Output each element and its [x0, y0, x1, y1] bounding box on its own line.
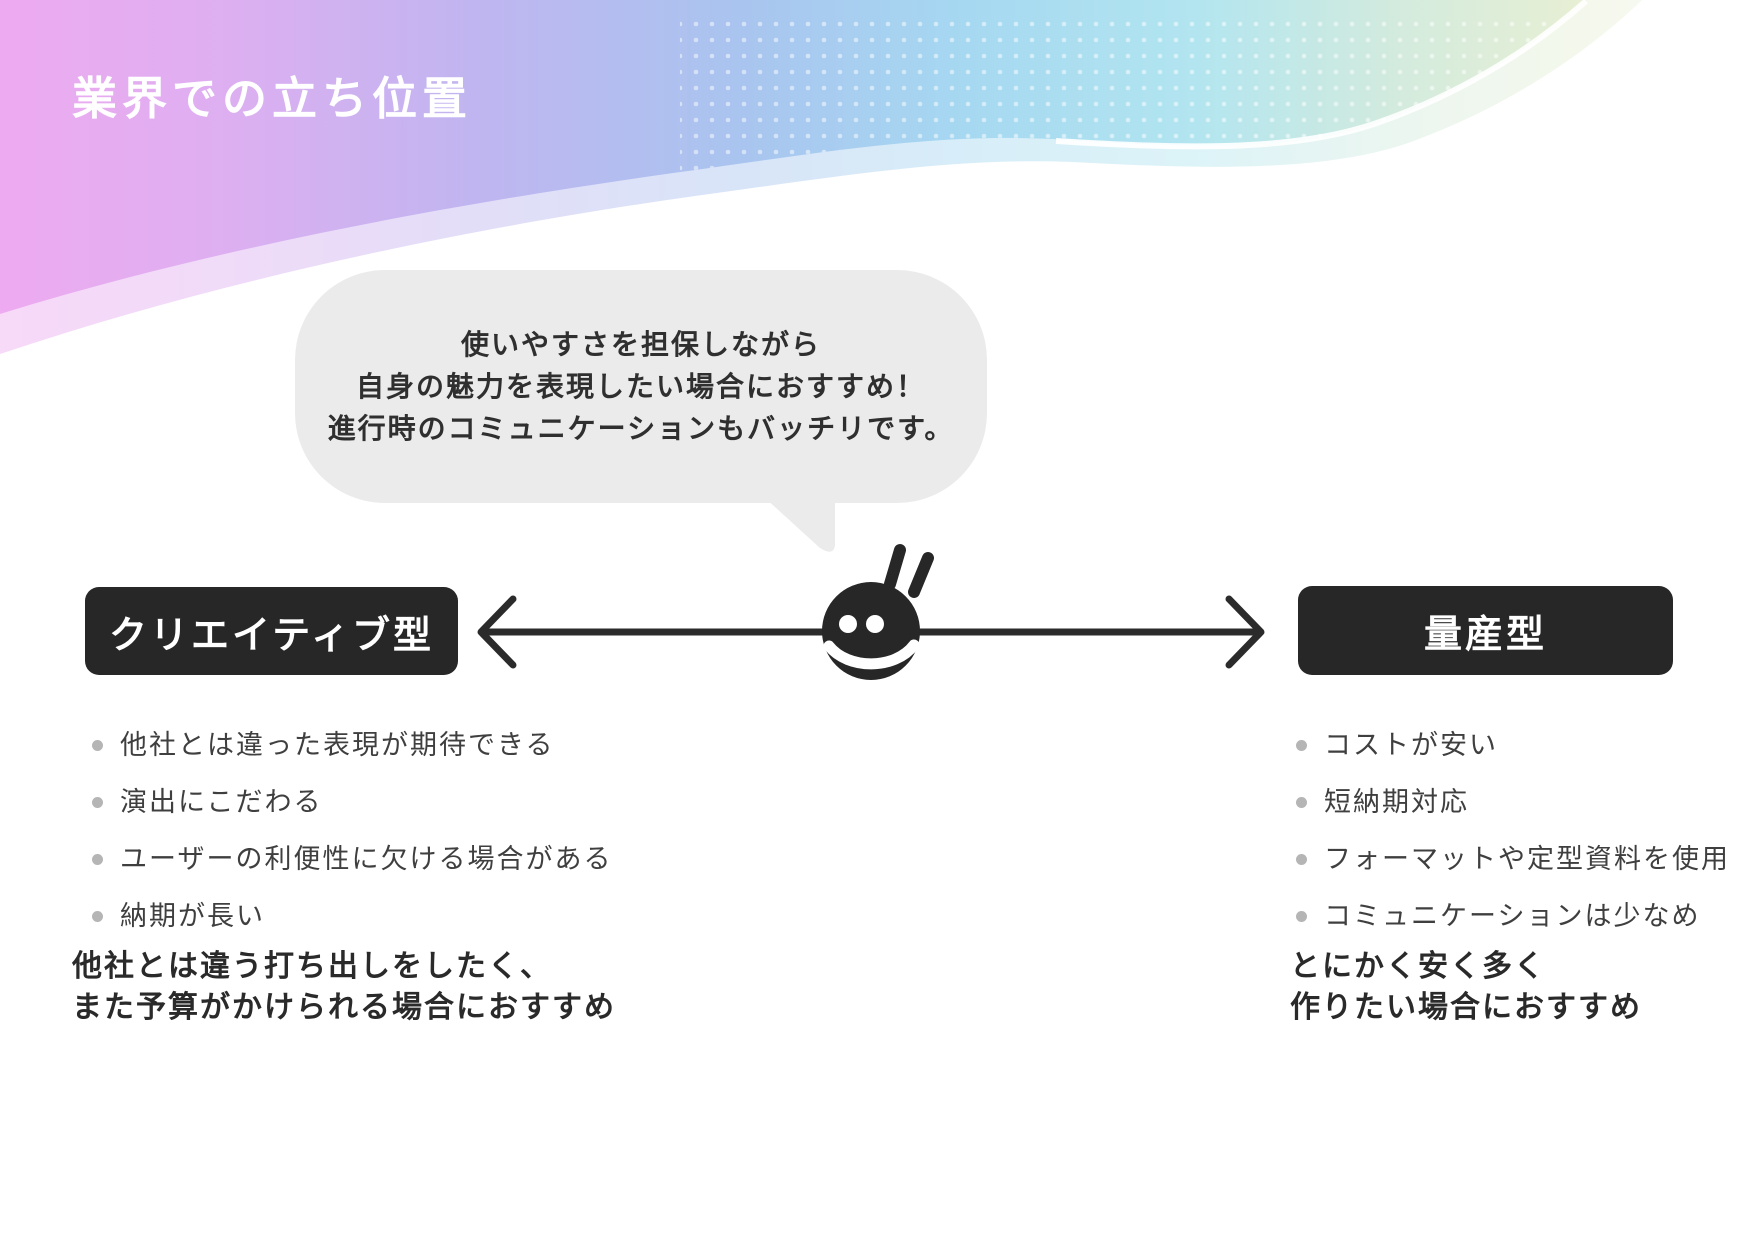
bullet-dot-icon [92, 910, 103, 922]
list-item: 納期が長い [92, 897, 612, 935]
list-item: 他社とは違った表現が期待できる [92, 726, 612, 764]
summary-line: 他社とは違う打ち出しをしたく、 [72, 950, 552, 983]
page-title: 業界での立ち位置 [72, 73, 473, 124]
list-item-text: フォーマットや定型資料を使用 [1324, 844, 1730, 874]
list-item: 短納期対応 [1296, 783, 1730, 821]
axis-label-creative: クリエイティブ型 [85, 587, 458, 675]
list-item-text: 他社とは違った表現が期待できる [120, 730, 555, 760]
axis-label-mass-production: 量産型 [1298, 586, 1673, 675]
list-item: フォーマットや定型資料を使用 [1296, 840, 1730, 878]
bullet-dot-icon [1296, 739, 1307, 751]
list-item-text: ユーザーの利便性に欠ける場合がある [120, 844, 613, 874]
mass-production-summary: とにかく安く多く 作りたい場合におすすめ [1290, 946, 1642, 1028]
list-item: コミュニケーションは少なめ [1296, 897, 1730, 935]
list-item-text: 短納期対応 [1324, 787, 1469, 817]
speech-bubble-line: 自身の魅力を表現したい場合におすすめ！ [355, 370, 926, 402]
summary-line: とにかく安く多く [1290, 950, 1546, 983]
double-headed-arrow-icon [477, 595, 1265, 669]
list-item: ユーザーの利便性に欠ける場合がある [92, 840, 612, 878]
speech-bubble-line: 使いやすさを担保しながら [460, 328, 821, 360]
creative-bullet-list: 他社とは違った表現が期待できる 演出にこだわる ユーザーの利便性に欠ける場合があ… [92, 726, 612, 935]
speech-bubble-line: 進行時のコミュニケーションもバッチリです。 [327, 412, 955, 444]
summary-line: 作りたい場合におすすめ [1290, 991, 1642, 1024]
list-item-text: 納期が長い [120, 901, 265, 931]
bullet-dot-icon [92, 796, 103, 808]
bullet-dot-icon [92, 739, 103, 751]
summary-line: また予算がかけられる場合におすすめ [72, 991, 616, 1024]
list-item-text: コミュニケーションは少なめ [1324, 901, 1701, 931]
creative-summary: 他社とは違う打ち出しをしたく、 また予算がかけられる場合におすすめ [72, 946, 616, 1028]
list-item-text: コストが安い [1324, 730, 1498, 760]
speech-bubble: 使いやすさを担保しながら 自身の魅力を表現したい場合におすすめ！ 進行時のコミュ… [295, 270, 987, 503]
smiley-face-icon [822, 544, 934, 680]
list-item-text: 演出にこだわる [120, 787, 323, 817]
speech-bubble-tail-icon [764, 497, 836, 552]
bullet-dot-icon [1296, 796, 1307, 808]
list-item: コストが安い [1296, 726, 1730, 764]
bullet-dot-icon [1296, 853, 1307, 865]
mass-production-bullet-list: コストが安い 短納期対応 フォーマットや定型資料を使用 コミュニケーションは少な… [1296, 726, 1730, 935]
header-wave-graphic [0, 0, 1642, 354]
bullet-dot-icon [1296, 910, 1307, 922]
axis-label-mass-production-text: 量産型 [1423, 614, 1547, 656]
list-item: 演出にこだわる [92, 783, 612, 821]
bullet-dot-icon [92, 853, 103, 865]
axis-label-creative-text: クリエイティブ型 [109, 614, 434, 657]
